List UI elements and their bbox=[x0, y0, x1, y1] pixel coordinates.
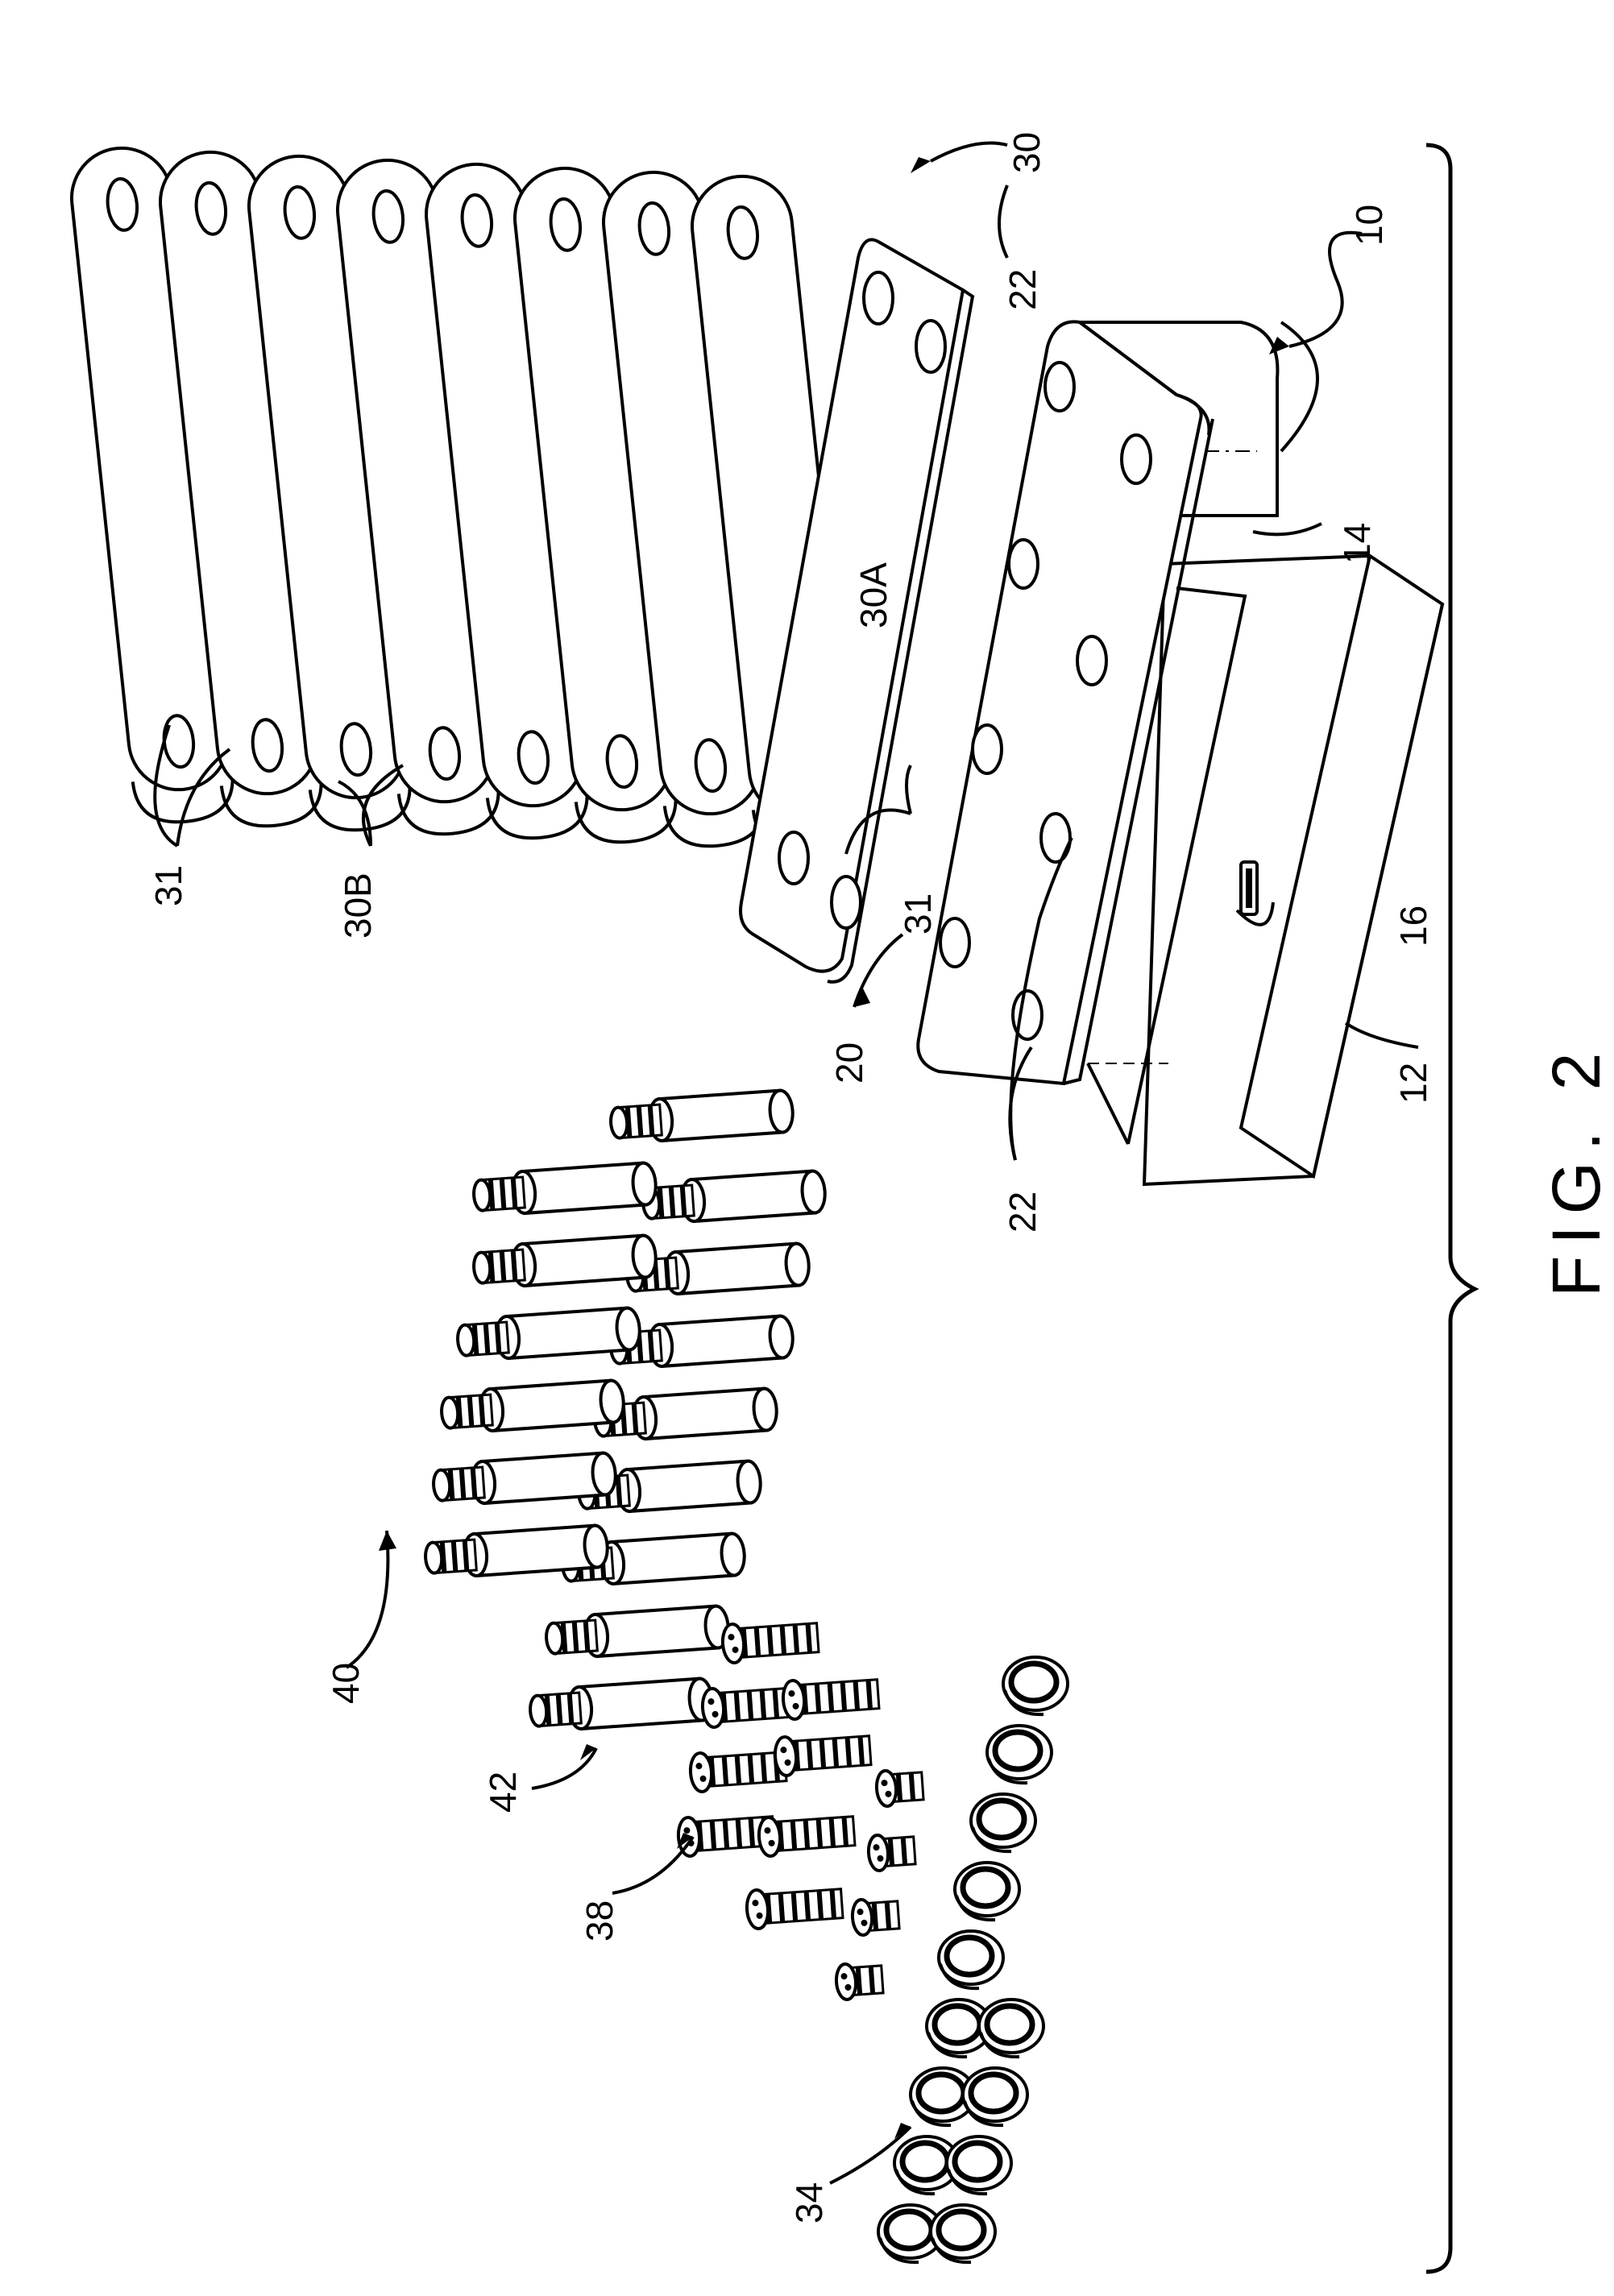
label-40: 40 bbox=[325, 1663, 367, 1704]
hole-31 bbox=[916, 321, 945, 372]
label-12: 12 bbox=[1392, 1063, 1434, 1104]
label-22-bottom: 22 bbox=[1002, 1192, 1043, 1233]
hole-31 bbox=[779, 832, 808, 884]
hole-22 bbox=[1122, 435, 1151, 483]
label-30: 30 bbox=[1006, 132, 1048, 173]
label-30B: 30B bbox=[337, 872, 379, 939]
label-30A: 30A bbox=[853, 562, 894, 628]
label-31-right: 31 bbox=[897, 893, 939, 935]
label-10: 10 bbox=[1348, 205, 1390, 246]
assembly-bracket bbox=[1426, 145, 1475, 2272]
hole-31 bbox=[832, 877, 861, 928]
label-38: 38 bbox=[579, 1900, 620, 1942]
hole-22 bbox=[1045, 363, 1074, 411]
rings-34 bbox=[878, 1657, 1068, 2262]
hole-22 bbox=[1009, 540, 1038, 588]
hole-22 bbox=[940, 918, 969, 967]
label-42: 42 bbox=[482, 1772, 524, 1813]
screws-38-42 bbox=[677, 1618, 923, 2000]
label-16: 16 bbox=[1392, 906, 1434, 947]
link-plates-30B bbox=[67, 141, 880, 855]
figure-caption: FIG. 2 bbox=[1538, 1042, 1614, 1297]
hole-31 bbox=[864, 272, 893, 324]
hole-22 bbox=[1041, 814, 1070, 862]
label-20: 20 bbox=[828, 1042, 870, 1084]
hole-22 bbox=[1077, 636, 1106, 685]
hole-22 bbox=[973, 725, 1002, 773]
label-22-top: 22 bbox=[1002, 269, 1043, 310]
label-31-left: 31 bbox=[147, 865, 189, 906]
label-34: 34 bbox=[788, 2182, 830, 2223]
label-14: 14 bbox=[1336, 523, 1378, 564]
